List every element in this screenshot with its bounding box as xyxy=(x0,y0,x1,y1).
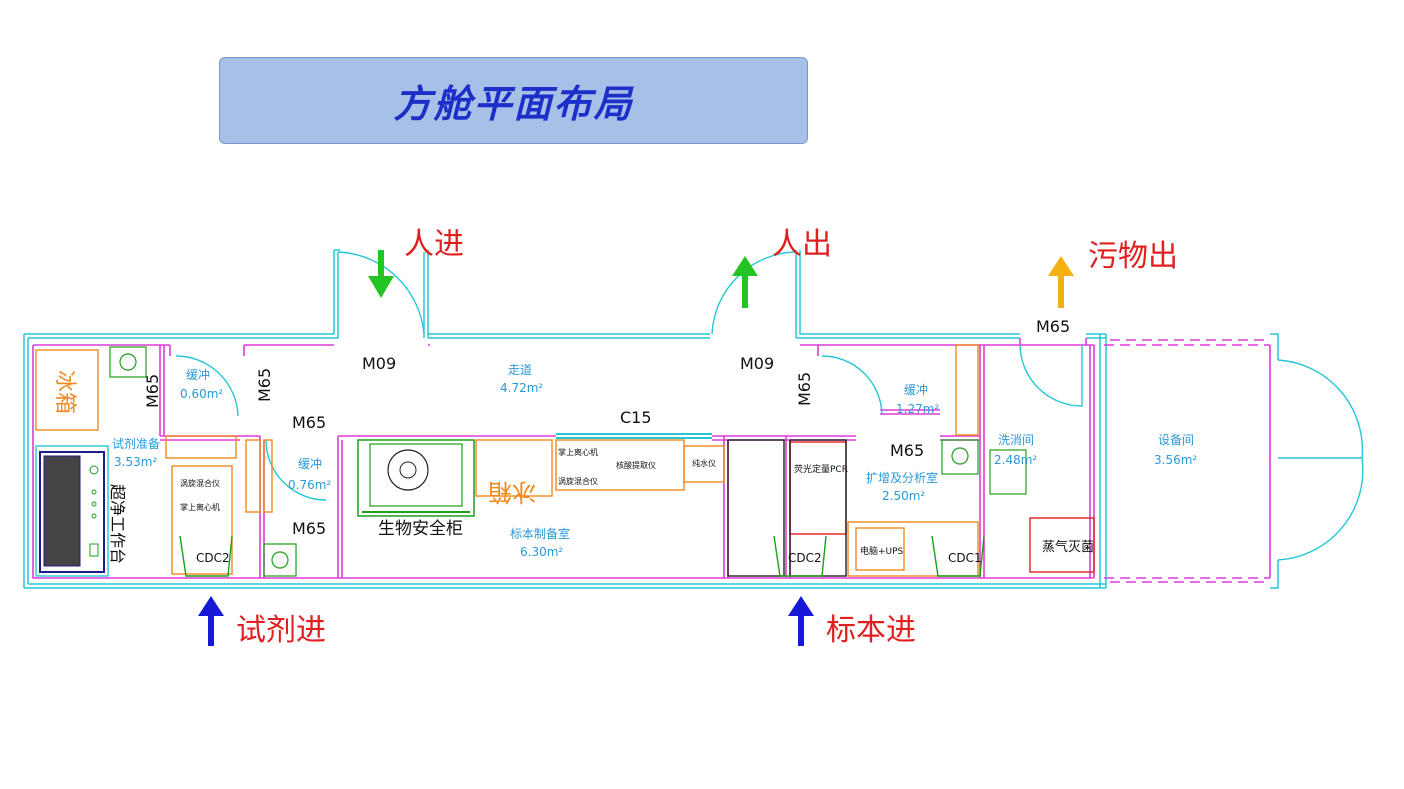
fridge2-label: 冰箱 xyxy=(488,478,536,506)
label-specimen-in: 标本进 xyxy=(826,613,916,648)
reagent-prep-area: 3.53m² xyxy=(114,455,157,469)
sink-icons xyxy=(109,346,1027,577)
furniture xyxy=(35,344,979,577)
arrow-up-icon xyxy=(1048,256,1074,308)
cdc1-label: CDC1 xyxy=(948,551,982,565)
arrow-up-icon xyxy=(788,596,814,646)
buffer2-area: 0.76m² xyxy=(288,478,331,492)
label-person-out: 人出 xyxy=(772,227,832,262)
centrifuge2-label: 掌上离心机 xyxy=(558,447,598,457)
autoclave-label: 蒸气灭菌 xyxy=(1042,539,1094,555)
amp-name: 扩增及分析室 xyxy=(866,470,938,485)
misc-boxes xyxy=(727,439,1095,577)
label-waste-out: 污物出 xyxy=(1088,239,1178,274)
corridor-area: 4.72m² xyxy=(500,381,543,395)
equip-area: 3.56m² xyxy=(1154,453,1197,467)
wash-name: 洗消间 xyxy=(998,433,1034,447)
buffer3-area: 1.27m² xyxy=(896,402,939,416)
code-m65-b: M65 xyxy=(292,519,326,538)
reagent-prep-name: 试剂准备 xyxy=(112,436,160,451)
vortex1-label: 涡旋混合仪 xyxy=(180,478,220,488)
flow-labels: 人进 人出 污物出 试剂进 标本进 xyxy=(236,227,1178,648)
door-code-labels: M09 M09 M65 M65 M65 M65 M65 M65 M65 C15 xyxy=(143,317,1070,538)
buffer3-name: 缓冲 xyxy=(904,382,928,397)
title-banner: 方舱平面布局 xyxy=(219,57,808,144)
flow-arrows xyxy=(198,250,1074,646)
equip-name: 设备间 xyxy=(1158,433,1194,447)
buffer2-name: 缓冲 xyxy=(298,456,322,471)
pcr-label: 荧光定量PCR xyxy=(794,463,848,475)
code-m09-right: M09 xyxy=(740,354,774,373)
bsc-label: 生物安全柜 xyxy=(378,519,463,539)
specimen-prep-area: 6.30m² xyxy=(520,545,563,559)
outer-walls xyxy=(23,249,1279,589)
equipment-labels: 涡旋混合仪 掌上离心机 掌上离心机 涡旋混合仪 核酸提取仪 纯水仪 荧光定量PC… xyxy=(180,447,982,565)
code-m65-d: M65 xyxy=(143,374,162,408)
centrifuge1-label: 掌上离心机 xyxy=(180,502,220,512)
arrow-up-icon xyxy=(198,596,224,646)
pc-ups-label: 电脑+UPS xyxy=(860,545,904,557)
cdc-chairs xyxy=(179,535,985,577)
label-reagent-in: 试剂进 xyxy=(236,613,326,648)
vortex2-label: 涡旋混合仪 xyxy=(558,476,598,486)
fridge-label: 冰箱 xyxy=(52,370,77,414)
corridor-name: 走道 xyxy=(508,363,532,377)
code-m65-f: M65 xyxy=(795,372,814,406)
buffer1-area: 0.60m² xyxy=(180,387,223,401)
extractor-label: 核酸提取仪 xyxy=(616,460,656,470)
code-m65-e: M65 xyxy=(255,368,274,402)
code-m09-left: M09 xyxy=(362,354,396,373)
cdc2-a-label: CDC2 xyxy=(196,551,230,565)
buffer1-name: 缓冲 xyxy=(186,367,210,382)
page-title: 方舱平面布局 xyxy=(393,81,634,126)
water-label: 纯水仪 xyxy=(692,458,716,468)
label-person-in: 人进 xyxy=(404,227,464,262)
doors xyxy=(175,251,1364,561)
biosafety-cabinet xyxy=(357,439,475,517)
clean-bench xyxy=(35,445,109,577)
cdc2-b-label: CDC2 xyxy=(788,551,822,565)
code-m65-a: M65 xyxy=(292,413,326,432)
arrow-down-icon xyxy=(368,250,394,298)
amp-area: 2.50m² xyxy=(882,489,925,503)
specimen-prep-name: 标本制备室 xyxy=(510,526,570,541)
wash-area: 2.48m² xyxy=(994,453,1037,467)
clean-bench-label: 超净工作台 xyxy=(108,484,127,564)
code-m65-c: M65 xyxy=(890,441,924,460)
code-c15: C15 xyxy=(620,408,652,427)
arrow-up-icon xyxy=(732,256,758,308)
room-labels: 冰箱 缓冲 0.60m² 试剂准备 3.53m² 超净工作台 缓冲 0.76m²… xyxy=(52,363,1197,564)
code-m65-waste: M65 xyxy=(1036,317,1070,336)
